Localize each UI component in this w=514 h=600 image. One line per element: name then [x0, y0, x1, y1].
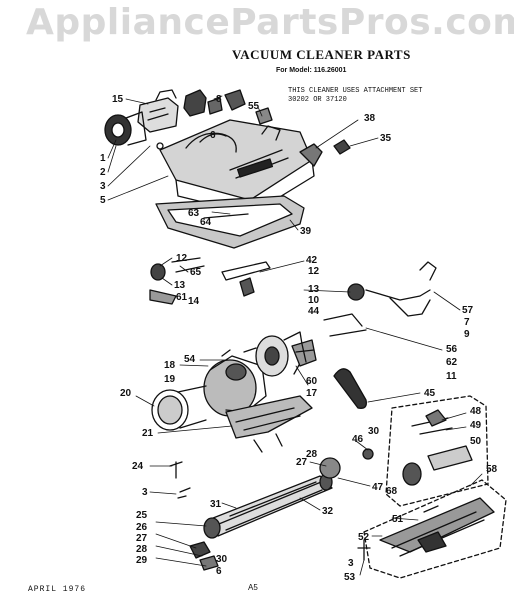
- callout-7: 7: [464, 317, 470, 328]
- rear-wheel-assembly: [323, 261, 437, 337]
- handle-bracket-part: [137, 89, 179, 133]
- callout-28b: 28: [136, 544, 148, 555]
- callout-52: 52: [358, 532, 370, 543]
- callout-12b: 12: [308, 266, 320, 277]
- drive-belt-part: [333, 368, 367, 409]
- end-cap-part: [189, 448, 374, 571]
- base-plate-part: [363, 479, 507, 579]
- height-adjust-part: [149, 257, 205, 305]
- callout-18: 18: [164, 360, 176, 371]
- callout-45: 45: [424, 388, 436, 399]
- callout-1: 1: [100, 153, 106, 164]
- attachment-note: THIS CLEANER USES ATTACHMENT SET 30202 O…: [288, 87, 422, 105]
- print-date: APRIL 1976: [28, 585, 87, 594]
- callout-24: 24: [132, 461, 144, 472]
- callout-9: 9: [464, 329, 470, 340]
- callout-32: 32: [322, 506, 334, 517]
- callout-15: 15: [112, 94, 124, 105]
- callout-51: 51: [392, 514, 404, 525]
- callout-30: 30: [368, 426, 380, 437]
- watermark: AppliancePartsPros.com: [26, 2, 514, 43]
- wheel-bolt-part: [357, 505, 439, 561]
- latch-part: [183, 89, 223, 117]
- callout-54: 54: [184, 354, 196, 365]
- callout-55: 55: [248, 101, 260, 112]
- attachment-note-line2: 30202 OR 37120: [288, 96, 347, 104]
- callout-27b: 27: [136, 533, 148, 544]
- accessory-plate-box: [385, 395, 489, 507]
- page-code: A5: [248, 583, 258, 592]
- model-number: For Model: 116.26001: [276, 67, 347, 74]
- callout-39: 39: [300, 226, 312, 237]
- callout-6: 6: [216, 566, 222, 577]
- callout-50: 50: [470, 436, 482, 447]
- axle-link-part: [221, 261, 271, 297]
- brush-roll-part: [203, 473, 333, 539]
- screw-part: [156, 142, 164, 150]
- wheel-assembly-top: [104, 111, 147, 146]
- callout-11: 11: [446, 371, 457, 382]
- leader-lines: [107, 95, 483, 576]
- callout-3c: 3: [348, 558, 354, 569]
- callout-19: 19: [164, 374, 176, 385]
- callout-57: 57: [462, 305, 474, 316]
- callout-27: 27: [296, 457, 308, 468]
- callout-30b: 30: [216, 554, 228, 565]
- callout-25: 25: [136, 510, 148, 521]
- callout-63: 63: [188, 208, 200, 219]
- callout-28: 28: [306, 449, 318, 460]
- motor-fan-end-part: [151, 385, 207, 431]
- callout-61: 61: [176, 292, 188, 303]
- callout-14: 14: [188, 296, 200, 307]
- bolt-part: [169, 461, 191, 499]
- attachment-note-line1: THIS CLEANER USES ATTACHMENT SET: [288, 87, 423, 95]
- callout-44: 44: [308, 306, 320, 317]
- callout-56: 56: [446, 344, 458, 355]
- callout-65: 65: [190, 267, 202, 278]
- callout-5: 5: [100, 195, 106, 206]
- callout-17: 17: [306, 388, 318, 399]
- light-socket-part: [299, 139, 351, 167]
- callout-68: 68: [386, 486, 398, 497]
- callout-53: 53: [344, 572, 356, 583]
- hood-cover-part: [159, 119, 315, 215]
- callout-13: 13: [174, 280, 186, 291]
- callout-62: 62: [446, 357, 458, 368]
- callout-38: 38: [364, 113, 376, 124]
- callout-2: 2: [100, 167, 106, 178]
- callout-10: 10: [308, 295, 320, 306]
- callout-49: 49: [470, 420, 482, 431]
- callout-6b: 6: [210, 130, 216, 141]
- callout-48: 48: [470, 406, 482, 417]
- callout-35: 35: [380, 133, 392, 144]
- callout-60: 60: [306, 376, 318, 387]
- callout-20: 20: [120, 388, 132, 399]
- callout-3: 3: [100, 181, 106, 192]
- callout-26: 26: [136, 522, 148, 533]
- callout-31: 31: [210, 499, 222, 510]
- callout-47: 47: [372, 482, 384, 493]
- callout-13b: 13: [308, 284, 320, 295]
- callout-12: 12: [176, 253, 188, 264]
- callout-3b: 3: [142, 487, 148, 498]
- callout-29: 29: [136, 555, 148, 566]
- callout-42: 42: [306, 255, 318, 266]
- callout-58: 58: [486, 464, 498, 475]
- bumper-base-part: [155, 195, 305, 249]
- nozzle-housing-part: [225, 395, 313, 453]
- callout-numbers: 15 8 55 38 35 1 2 3 5 63 64 39 12 65 13 …: [100, 94, 498, 583]
- callout-8: 8: [216, 94, 222, 105]
- callout-46: 46: [352, 434, 364, 445]
- callout-64: 64: [200, 217, 212, 228]
- callout-21: 21: [142, 428, 154, 439]
- fan-part: [291, 339, 317, 367]
- diagram-title: VACUUM CLEANER PARTS: [232, 47, 411, 62]
